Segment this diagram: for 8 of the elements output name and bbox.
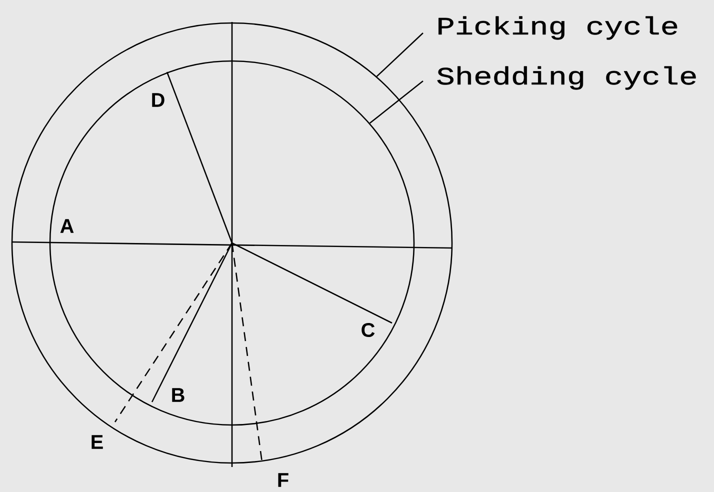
point-letter: D: [152, 93, 164, 107]
leader-line: [376, 32, 424, 77]
circle-outline: [49, 60, 415, 426]
point-letter: F: [278, 473, 288, 487]
leader-line: [369, 80, 424, 124]
point-letter: C: [362, 322, 375, 338]
point-letter: B: [172, 388, 184, 402]
point-letter: A: [60, 219, 74, 233]
